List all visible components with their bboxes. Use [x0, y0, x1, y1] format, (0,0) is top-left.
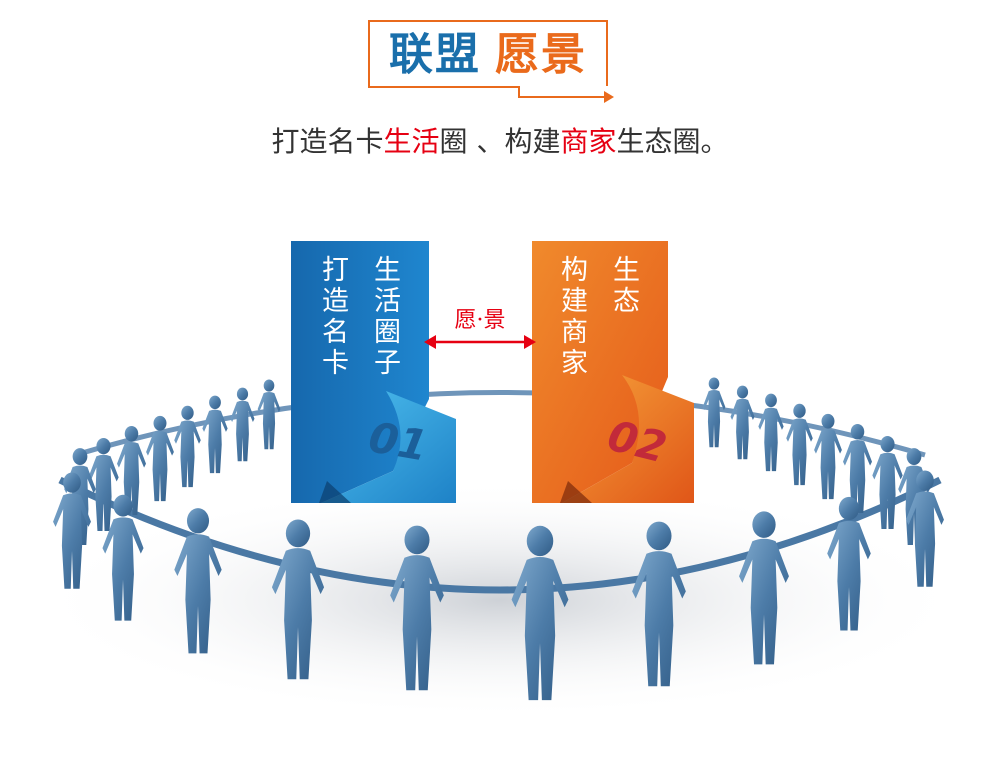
- subtitle-seg-2: 生活: [383, 125, 440, 158]
- subtitle-seg-5: 生态圈。: [616, 125, 729, 158]
- subtitle-seg-3: 圈 、构建: [439, 125, 561, 158]
- title-part-1: 联盟: [389, 29, 481, 80]
- page-title: 联盟愿景: [370, 28, 606, 82]
- title-connector: [518, 86, 520, 98]
- subtitle-seg-1: 打造名卡: [271, 125, 384, 158]
- title-part-2: 愿景: [495, 29, 587, 80]
- card-01-number: 01: [365, 412, 432, 471]
- card-01-text-right: 生活圈子: [369, 255, 400, 379]
- card-02-text-right: 生态: [608, 255, 639, 317]
- title-underline: [368, 86, 518, 88]
- card-01-shape: [291, 241, 456, 503]
- card-02-text-left: 构建商家: [556, 255, 587, 379]
- card-01: 生活圈子 打造名卡 01: [291, 241, 456, 503]
- title-box: 联盟愿景: [368, 20, 614, 103]
- subtitle: 打造名卡生活圈 、构建商家生态圈。: [0, 122, 1000, 162]
- card-01-text-left: 打造名卡: [317, 255, 348, 379]
- card-02: 生态 构建商家 02: [532, 241, 694, 503]
- title-arrow-line: [520, 96, 606, 98]
- arrow-right-icon: [604, 91, 614, 103]
- subtitle-seg-4: 商家: [560, 125, 617, 158]
- double-arrow-icon: [424, 335, 536, 349]
- vision-label: 愿·景: [454, 308, 506, 333]
- card-02-shape: [532, 241, 694, 503]
